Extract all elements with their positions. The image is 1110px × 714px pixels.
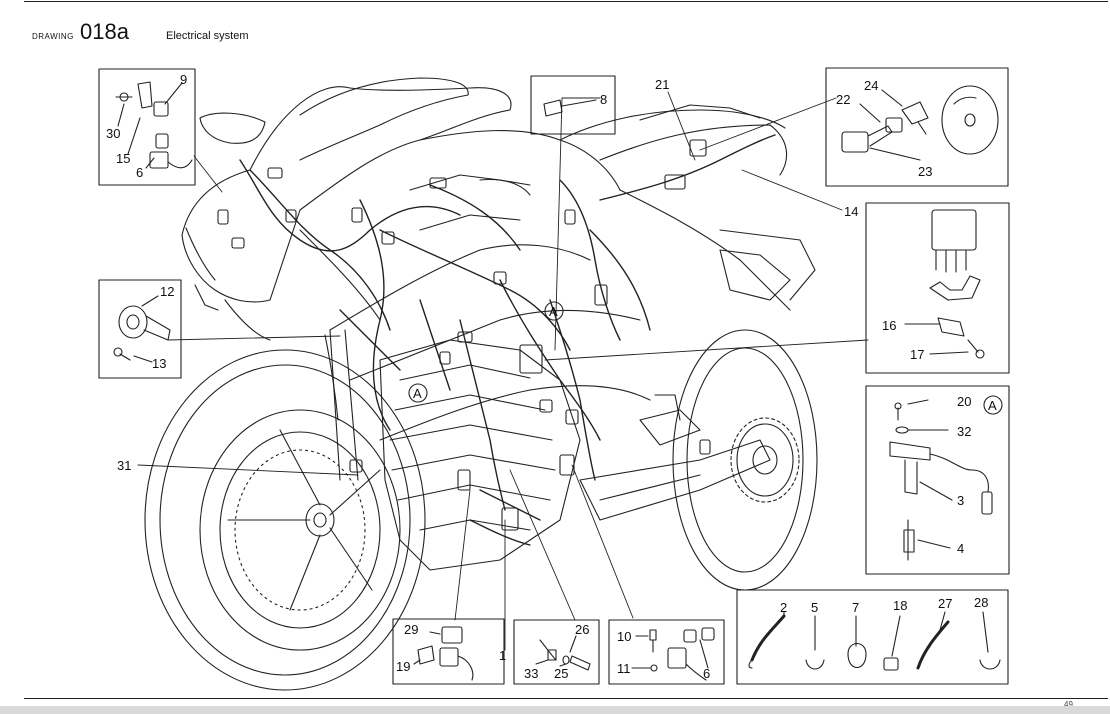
- callout-8: 8: [600, 92, 607, 107]
- callout-13: 13: [152, 356, 166, 371]
- marker-a-group: A A A: [408, 301, 1003, 415]
- callout-11: 11: [617, 661, 631, 676]
- inset-fuse: [530, 75, 616, 135]
- callout-31: 31: [117, 458, 131, 473]
- page-number: 49: [1064, 700, 1073, 709]
- motorcycle-illustration: [181, 77, 816, 571]
- callout-21: 21: [655, 77, 669, 92]
- callout-17: 17: [910, 347, 924, 362]
- callout-2: 2: [780, 600, 787, 615]
- drawing-number: 018a: [80, 19, 129, 44]
- drawing-title: Electrical system: [166, 30, 249, 42]
- inset-bolt-set: [513, 619, 600, 685]
- marker-a-3: [983, 395, 1003, 415]
- inset-sensor-disc: [825, 67, 1009, 187]
- callout-30: 30: [106, 126, 120, 141]
- top-rule: [24, 1, 1108, 2]
- marker-a-2: [408, 383, 428, 403]
- leader-lines: [137, 91, 869, 651]
- wiring-harness: [239, 134, 776, 546]
- marker-a-1: [544, 301, 564, 321]
- callout-9: 9: [180, 72, 187, 87]
- callout-12: 12: [160, 284, 174, 299]
- inset-ignition-coil: [865, 385, 1010, 575]
- callout-5: 5: [811, 600, 818, 615]
- callout-18: 18: [893, 598, 907, 613]
- callout-29: 29: [404, 622, 418, 637]
- marker-a-2-text: A: [413, 386, 422, 401]
- bottom-rule: [24, 698, 1108, 699]
- inset-relay-bracket: [98, 68, 196, 186]
- inset-control-unit: [865, 202, 1010, 374]
- callout-33: 33: [524, 666, 538, 681]
- callout-4: 4: [957, 541, 964, 556]
- callout-25: 25: [554, 666, 568, 681]
- footer-strip: [0, 706, 1110, 714]
- drawing-label: DRAWING: [32, 32, 74, 41]
- callout-20: 20: [957, 394, 971, 409]
- inset-sensor-10: [608, 619, 725, 685]
- callout-14: 14: [844, 204, 858, 219]
- inset-cable-clips: [736, 589, 1009, 685]
- callout-32: 32: [957, 424, 971, 439]
- front-wheel: [144, 349, 426, 691]
- callout-23: 23: [918, 164, 932, 179]
- callout-27: 27: [938, 596, 952, 611]
- callout-10: 10: [617, 629, 631, 644]
- inset-horn: [98, 279, 182, 379]
- callout-1: 1: [499, 648, 506, 663]
- callout-15: 15: [116, 151, 130, 166]
- callout-26: 26: [575, 622, 589, 637]
- callout-28: 28: [974, 595, 988, 610]
- callout-7: 7: [852, 600, 859, 615]
- callout-6-top: 6: [136, 165, 143, 180]
- rear-wheel: [672, 329, 818, 591]
- callout-19: 19: [396, 659, 410, 674]
- callout-22: 22: [836, 92, 850, 107]
- callout-16: 16: [882, 318, 896, 333]
- inset-connector-29: [392, 618, 505, 685]
- marker-a-1-text: A: [549, 304, 558, 319]
- callout-labels: 9 30 15 6 8 21 24 22 23 14 12 13 16 17 2…: [106, 72, 988, 681]
- callout-6-bottom: 6: [703, 666, 710, 681]
- marker-a-3-text: A: [988, 398, 997, 413]
- callout-24: 24: [864, 78, 878, 93]
- callout-3: 3: [957, 493, 964, 508]
